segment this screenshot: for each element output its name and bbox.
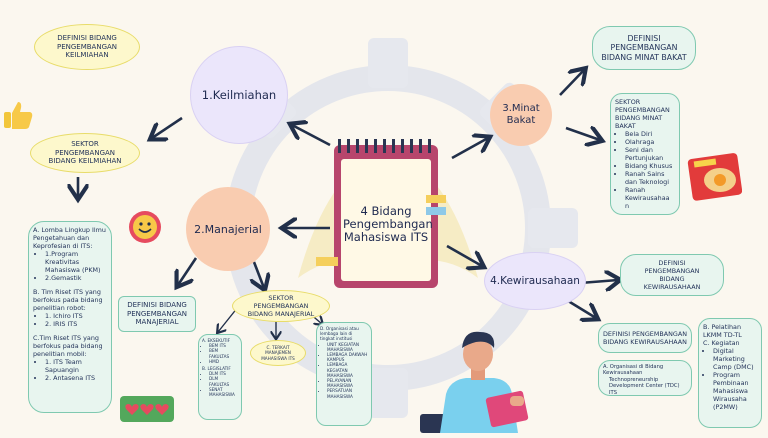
- manajerial-definisi-box: DEFINISI BIDANG PENGEMBANGAN MANAJERIAL: [118, 296, 196, 332]
- kewirausahaan-a-item: Technopreneurship Development Center (TD…: [609, 376, 680, 396]
- keilmiahan-sektor-text: SEKTOR PENGEMBANGAN BIDANG KEILMIAHAN: [48, 140, 122, 166]
- student-illustration: [420, 322, 550, 433]
- manajerial-d-title: D. Organisasi atau lembaga lain di tingk…: [320, 326, 359, 342]
- keilmiahan-detail-box: A. Lomba Lingkup Ilmu Pengetahuan dan Ke…: [28, 221, 112, 413]
- manajerial-d-item: LEMBAGA DAKWAH KAMPUS: [327, 352, 368, 362]
- manajerial-b-item: DLM ITS: [209, 371, 238, 376]
- hearts-icon: [120, 396, 174, 422]
- minat-bakat-definisi-box: DEFINISI PENGEMBANGAN BIDANG MINAT BAKAT: [592, 26, 696, 70]
- manajerial-ab-box: A. EKSEKUTIF BEM ITS BEM FAKULTAS HMD B.…: [198, 334, 242, 420]
- kewirausahaan-bc-box: B. Pelatihan LKMM TD-TL C. Kegiatan Digi…: [698, 318, 762, 428]
- minat-bakat-sektor-title: SEKTOR PENGEMBANGAN BIDANG MINAT BAKAT: [615, 98, 670, 130]
- kewirausahaan-definisi-bottom-box: DEFINISI PENGEMBANGAN BIDANG KEWIRAUSAHA…: [598, 323, 692, 353]
- keilmiahan-c-item: 1. ITS Team Sapuangin: [45, 358, 108, 374]
- center-title: 4 Bidang Pengembangan Mahasiswa ITS: [343, 204, 433, 244]
- thumbs-up-icon: [2, 98, 36, 132]
- minat-bakat-item: Seni dan Pertunjukan: [625, 146, 675, 162]
- kewirausahaan-c-item: Digital Marketing Camp (DMC): [713, 347, 757, 371]
- minat-bakat-item: Olahraga: [625, 138, 675, 146]
- manajerial-b-title: B. LEGISLATIF: [202, 366, 231, 372]
- sticky-tab-mid: [426, 207, 446, 215]
- keilmiahan-sektor-oval: SEKTOR PENGEMBANGAN BIDANG KEILMIAHAN: [30, 133, 140, 173]
- kewirausahaan-definisi-top-text: DEFINISI PENGEMBANGAN BIDANG KEWIRAUSAHA…: [643, 259, 701, 291]
- notepad-spiral: [338, 139, 434, 153]
- keilmiahan-a-item: 1.Program Kreativitas Mahasiswa (PKM): [45, 250, 108, 274]
- node-manajerial: 2.Manajerial: [186, 187, 270, 271]
- minat-bakat-definisi-text: DEFINISI PENGEMBANGAN BIDANG MINAT BAKAT: [601, 33, 687, 62]
- manajerial-b-item: SENAT MAHASISWA: [209, 387, 238, 397]
- manajerial-d-item: UNIT KEGIATAN MAHASISWA: [327, 342, 368, 352]
- manajerial-a-item: HMD: [209, 359, 238, 364]
- manajerial-d-item: LEMBAGA KEGIATAN MAHASISWA: [327, 362, 368, 378]
- keilmiahan-c-item: 2. Antasena ITS: [45, 374, 108, 382]
- manajerial-a-item: BEM ITS: [209, 343, 238, 348]
- kewirausahaan-definisi-bottom-text: DEFINISI PENGEMBANGAN BIDANG KEWIRAUSAHA…: [603, 330, 687, 346]
- manajerial-sektor-text: SEKTOR PENGEMBANGAN BIDANG MANAJERIAL: [247, 294, 315, 318]
- manajerial-a-item: BEM FAKULTAS: [209, 348, 238, 358]
- manajerial-a-title: A. EKSEKUTIF: [202, 338, 231, 343]
- minat-bakat-item: Ranah Kewirausahaa n: [625, 186, 675, 210]
- keilmiahan-definisi-text: DEFINISI BIDANG PENGEMBANGAN KEILMIAHAN: [56, 34, 118, 60]
- kewirausahaan-a-box: A. Organisasi di Bidang Kewirausahaan Te…: [598, 360, 692, 396]
- minat-bakat-sektor-box: SEKTOR PENGEMBANGAN BIDANG MINAT BAKAT B…: [610, 93, 680, 215]
- node-keilmiahan-label: 1.Keilmiahan: [201, 88, 277, 102]
- sticky-tab-left: [316, 257, 338, 266]
- node-minat-bakat-label: 3.Minat Bakat: [502, 103, 540, 126]
- keilmiahan-definisi-oval: DEFINISI BIDANG PENGEMBANGAN KEILMIAHAN: [34, 24, 140, 70]
- keilmiahan-a-item: 2.Gemastik: [45, 274, 108, 282]
- minat-bakat-item: Bela Diri: [625, 130, 675, 138]
- manajerial-c-oval: C. TERKAIT MANAJEMEN MAHASISWA ITS: [250, 340, 306, 366]
- instant-noodle-icon: [686, 150, 743, 202]
- kewirausahaan-b-text: B. Pelatihan LKMM TD-TL: [703, 323, 742, 339]
- minat-bakat-item: Bidang Khusus: [625, 162, 675, 170]
- node-keilmiahan: 1.Keilmiahan: [190, 46, 288, 144]
- kewirausahaan-definisi-top-box: DEFINISI PENGEMBANGAN BIDANG KEWIRAUSAHA…: [620, 254, 724, 296]
- manajerial-d-item: PERSATUAN MAHASISWA: [327, 388, 368, 398]
- notepad-sheet: 4 Bidang Pengembangan Mahasiswa ITS: [341, 159, 433, 281]
- keilmiahan-b-title: B. Tim Riset ITS yang berfokus pada bida…: [33, 288, 103, 312]
- node-minat-bakat: 3.Minat Bakat: [490, 84, 552, 146]
- keilmiahan-b-item: 1. Ichiro ITS: [45, 312, 108, 320]
- manajerial-d-item: PELAYANAN MAHASISWA: [327, 378, 368, 388]
- keilmiahan-a-title: A. Lomba Lingkup Ilmu Pengetahuan dan Ke…: [33, 226, 106, 250]
- smiley-icon: [128, 210, 162, 244]
- node-manajerial-label: 2.Manajerial: [194, 222, 262, 236]
- kewirausahaan-a-item: A. Organisasi di Bidang Kewirausahaan: [603, 364, 664, 377]
- manajerial-definisi-text: DEFINISI BIDANG PENGEMBANGAN MANAJERIAL: [126, 301, 188, 327]
- manajerial-b-item: DLM FAKULTAS: [209, 376, 238, 386]
- center-notepad: 4 Bidang Pengembangan Mahasiswa ITS: [316, 139, 446, 288]
- node-kewirausahaan: 4.Kewirausahaan: [484, 252, 586, 310]
- keilmiahan-c-title: C.Tim Riset ITS yang berfokus pada bidan…: [33, 334, 103, 358]
- sticky-tab-top: [426, 195, 446, 203]
- node-kewirausahaan-label: 4.Kewirausahaan: [490, 275, 580, 287]
- manajerial-c-text: C. TERKAIT MANAJEMEN MAHASISWA ITS: [261, 345, 295, 361]
- kewirausahaan-c-item: Program Pembinaan Mahasiswa Wirausaha (P…: [713, 371, 757, 411]
- kewirausahaan-c-title: C. Kegiatan: [703, 339, 740, 347]
- keilmiahan-b-item: 2. IRIS ITS: [45, 320, 108, 328]
- minat-bakat-item: Ranah Sains dan Teknologi: [625, 170, 675, 186]
- manajerial-sektor-oval: SEKTOR PENGEMBANGAN BIDANG MANAJERIAL: [232, 290, 330, 322]
- manajerial-d-box: D. Organisasi atau lembaga lain di tingk…: [316, 322, 372, 426]
